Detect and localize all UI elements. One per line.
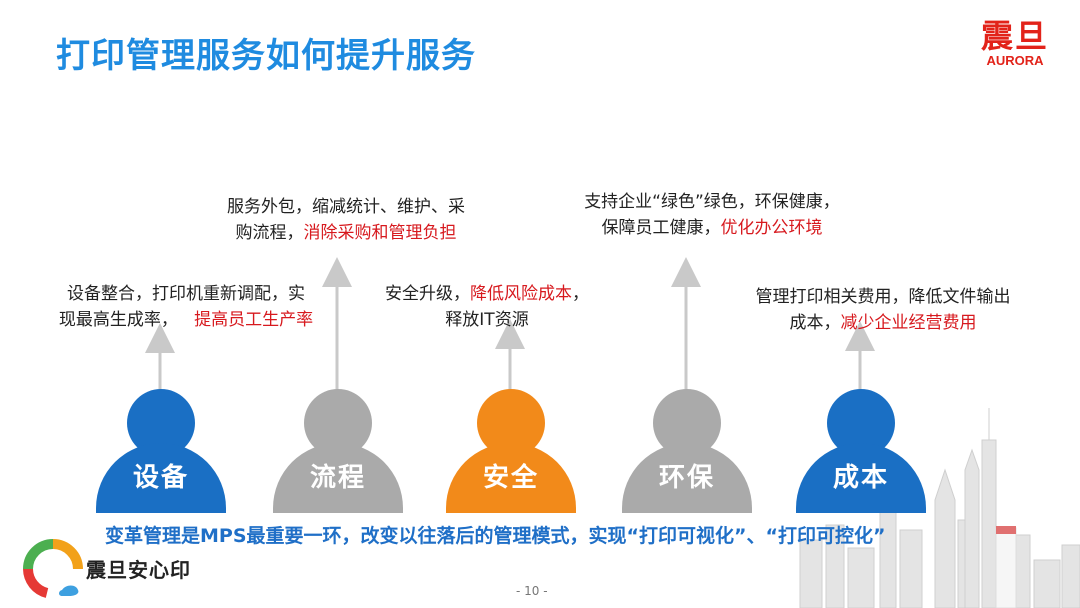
figure-liucheng: 流程 bbox=[273, 389, 403, 519]
caption-line1: 管理打印相关费用，降低文件输出 bbox=[755, 287, 1011, 307]
caption-line2: 保障员工健康，优化办公环境 bbox=[601, 218, 823, 238]
figure-label: 成本 bbox=[832, 463, 889, 493]
logo-cn: 震旦 bbox=[980, 17, 1049, 55]
figure-anquan: 安全 bbox=[446, 389, 576, 519]
figure-shebei: 设备 bbox=[96, 389, 226, 519]
aurora-logo: 震旦 AURORA bbox=[975, 18, 1055, 68]
brand-mark: 震旦安心印 bbox=[22, 539, 222, 600]
caption-line1: 服务外包，缩减统计、维护、采 bbox=[227, 197, 465, 217]
caption-line2: 购流程，消除采购和管理负担 bbox=[235, 223, 457, 243]
page-number: - 10 - bbox=[516, 584, 548, 598]
caption-line2: 现最高生成率， 提高员工生产率 bbox=[58, 310, 314, 330]
logo-en: AURORA bbox=[986, 53, 1044, 68]
figure-label: 环保 bbox=[658, 463, 715, 493]
figure-label: 安全 bbox=[482, 463, 539, 493]
caption-shebei: 设备整合，打印机重新调配，实 现最高生成率， 提高员工生产率 bbox=[56, 281, 316, 333]
caption-huanbao: 支持企业“绿色”绿色，环保健康， 保障员工健康，优化办公环境 bbox=[572, 189, 852, 241]
caption-line1: 设备整合，打印机重新调配，实 bbox=[67, 284, 305, 304]
caption-chengben: 管理打印相关费用，降低文件输出 成本，减少企业经营费用 bbox=[738, 284, 1028, 336]
bottom-statement: 变革管理是MPS最重要一环，改变以往落后的管理模式，实现“打印可视化”、“打印可… bbox=[105, 525, 886, 547]
caption-anquan: 安全升级，降低风险成本， 释放IT资源 bbox=[382, 281, 592, 333]
caption-line1: 支持企业“绿色”绿色，环保健康， bbox=[584, 192, 840, 212]
figure-chengben: 成本 bbox=[796, 389, 926, 519]
brand-name: 震旦安心印 bbox=[86, 558, 191, 582]
figure-label: 设备 bbox=[132, 463, 189, 493]
caption-liucheng: 服务外包，缩减统计、维护、采 购流程，消除采购和管理负担 bbox=[212, 194, 480, 246]
figure-label: 流程 bbox=[309, 463, 366, 493]
slide-title: 打印管理服务如何提升服务 bbox=[56, 36, 476, 76]
caption-line2: 成本，减少企业经营费用 bbox=[789, 313, 977, 333]
figure-huanbao: 环保 bbox=[622, 389, 752, 519]
caption-line2: 释放IT资源 bbox=[445, 310, 529, 330]
brand-ring-icon bbox=[23, 539, 83, 598]
caption-line1: 安全升级，降低风险成本， bbox=[385, 284, 589, 304]
